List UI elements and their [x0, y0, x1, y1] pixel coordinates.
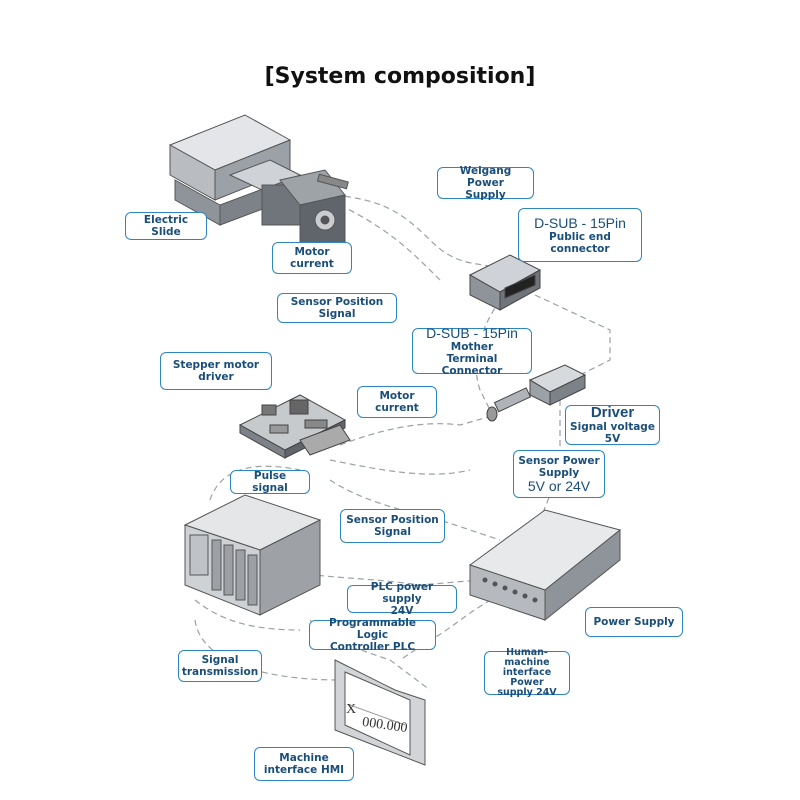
label-power-supply: Power Supply — [585, 607, 683, 637]
stepper-driver-device — [238, 394, 351, 459]
label-line: Programmable Logic — [328, 617, 417, 641]
label-line: Mother — [450, 340, 494, 353]
label-line: Motor — [379, 390, 415, 402]
label-text: Electric Slide — [143, 214, 189, 238]
label-sensor-position-top: Sensor Position Signal — [277, 293, 397, 323]
label-line: Connector — [441, 364, 503, 377]
label-pulse-signal: Pulse signal — [230, 470, 310, 494]
label-dsub-public: D-SUB - 15Pin Public end connector — [518, 208, 642, 262]
label-line: Terminal — [446, 352, 498, 365]
label-line: 24V — [390, 605, 414, 617]
label-line: Supply — [538, 466, 580, 479]
label-line: Supply — [465, 189, 506, 201]
label-stepper-driver: Stepper motor driver — [160, 352, 272, 390]
label-line: supply 24V — [497, 687, 557, 698]
label-electric-slide: Electric Slide — [125, 212, 207, 240]
label-text: Pulse signal — [252, 470, 288, 494]
label-hmi: Machine interface HMI — [254, 747, 354, 781]
dsub-public-connector — [468, 254, 542, 311]
label-line: Signal — [374, 526, 411, 538]
label-line: Motor — [294, 246, 330, 258]
label-line: Machine — [279, 752, 329, 764]
hmi-axis-label: X — [346, 702, 357, 717]
label-line: interface — [502, 667, 552, 678]
label-line: Signal — [201, 654, 239, 666]
label-sensor-position-mid: Sensor Position Signal — [340, 509, 445, 543]
label-line: Power — [510, 677, 544, 688]
label-line: transmission — [181, 666, 259, 678]
label-motor-current-mid: Motor current — [357, 386, 437, 418]
label-title: D-SUB - 15Pin — [534, 214, 626, 231]
page-title: [System composition] — [264, 64, 536, 89]
label-line: Public end — [549, 230, 611, 243]
label-line: Human-machine — [504, 647, 550, 668]
label-motor-current-top: Motor current — [272, 242, 352, 274]
label-plc: Programmable Logic Controller PLC — [309, 617, 436, 653]
label-line: Signal — [318, 308, 356, 320]
label-dsub-mother: D-SUB - 15Pin Mother Terminal Connector — [412, 324, 532, 377]
dsub-mother-connector — [486, 364, 587, 422]
label-hmi-power-supply: Human-machine interface Power supply 24V — [484, 647, 570, 698]
label-line: Controller PLC — [329, 641, 416, 653]
label-text: Power Supply — [593, 616, 675, 628]
label-line: Sensor Position — [346, 514, 439, 526]
label-driver: Driver Signal voltage 5V — [565, 405, 660, 445]
label-line: Sensor Power — [518, 454, 600, 467]
label-line: 5V — [604, 433, 621, 445]
label-line: connector — [550, 242, 610, 255]
label-line: Signal voltage — [570, 421, 655, 433]
label-line: 5V or 24V — [527, 477, 591, 494]
label-sensor-power-supply: Sensor Power Supply 5V or 24V — [513, 450, 605, 498]
label-plc-power-supply: PLC power supply 24V — [347, 581, 457, 617]
label-text: Stepper motor driver — [172, 359, 260, 383]
hmi-device — [334, 659, 426, 766]
label-title: Driver — [590, 404, 635, 421]
label-line: current — [290, 258, 334, 270]
label-line: PLC power supply — [370, 581, 434, 605]
plc-device — [183, 494, 322, 616]
label-title: D-SUB - 15Pin — [426, 324, 518, 341]
power-supply-device — [468, 509, 622, 622]
label-signal-transmission: Signal transmission — [178, 650, 262, 682]
label-line: current — [375, 402, 419, 414]
label-line: Weigang Power — [459, 165, 512, 189]
electric-slide-device — [168, 114, 349, 256]
label-line: Sensor Position — [290, 296, 384, 308]
label-weigang-power-supply: Weigang Power Supply — [437, 165, 534, 201]
label-line: interface HMI — [263, 764, 345, 776]
